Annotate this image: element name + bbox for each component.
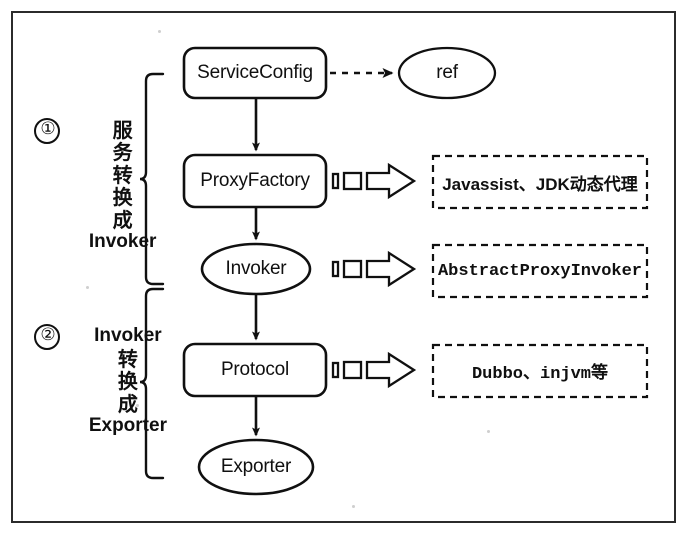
group-two-line-4: 成: [117, 391, 138, 416]
group-text-two: Invoker 转 换 成 Exporter: [89, 325, 167, 438]
annotation-label-proxy-impl: Javassist、JDK动态代理: [442, 174, 638, 194]
group-one-line-1: 服: [112, 118, 133, 142]
node-label-exporter: Exporter: [220, 456, 292, 477]
group-one-line-3: 转: [112, 162, 133, 187]
group-marker-one-glyph: ①: [40, 119, 56, 139]
brace-group-one: [139, 72, 165, 286]
group-two-line-5: Exporter: [88, 414, 167, 436]
group-two-line-1: Invoker: [94, 325, 162, 346]
node-label-service-config: ServiceConfig: [197, 62, 313, 83]
node-label-protocol: Protocol: [220, 359, 290, 380]
group-one-line-4: 换: [112, 185, 133, 210]
group-one-line-6: Invoker: [88, 230, 157, 252]
node-shape-exporter: [197, 438, 315, 496]
scan-speck: [352, 505, 355, 508]
scan-speck: [136, 404, 139, 407]
group-one-line-2: 务: [112, 140, 133, 165]
annotation-box-proxy-impl: [431, 154, 649, 210]
group-label-two: ② Invoker 转 换 成 Exporter: [36, 325, 167, 438]
group-marker-ring-one: [34, 118, 60, 144]
annotation-label-invoker-impl: AbstractProxyInvoker: [437, 261, 643, 281]
brace-group-two: [139, 287, 165, 480]
annotation-label-protocol-impl: Dubbo、injvm等: [471, 365, 609, 384]
group-one-line-5: 成: [112, 207, 133, 232]
group-label-one: ① 服 务 转 换 成 Invoker: [36, 119, 157, 254]
group-marker-ring-two: [34, 324, 60, 350]
node-label-ref: ref: [436, 62, 458, 83]
group-marker-two-glyph: ②: [40, 325, 56, 345]
annotation-box-protocol-impl: [431, 343, 649, 399]
group-two-line-2: 转: [117, 346, 138, 371]
group-two-line-3: 换: [117, 369, 138, 394]
annotation-box-invoker-impl: [431, 243, 649, 299]
scan-speck: [487, 430, 490, 433]
group-text-one: 服 务 转 换 成 Invoker: [89, 119, 157, 254]
scan-speck: [158, 30, 161, 33]
scan-speck: [86, 286, 89, 289]
diagram-frame: [11, 11, 676, 523]
callout-arrow-protocol: [331, 351, 417, 389]
node-label-invoker: Invoker: [225, 258, 287, 279]
node-label-proxy-factory: ProxyFactory: [200, 170, 310, 191]
callout-arrow-proxy-factory: [331, 162, 417, 200]
callout-arrow-invoker: [331, 250, 417, 288]
node-shape-ref: [397, 46, 497, 100]
